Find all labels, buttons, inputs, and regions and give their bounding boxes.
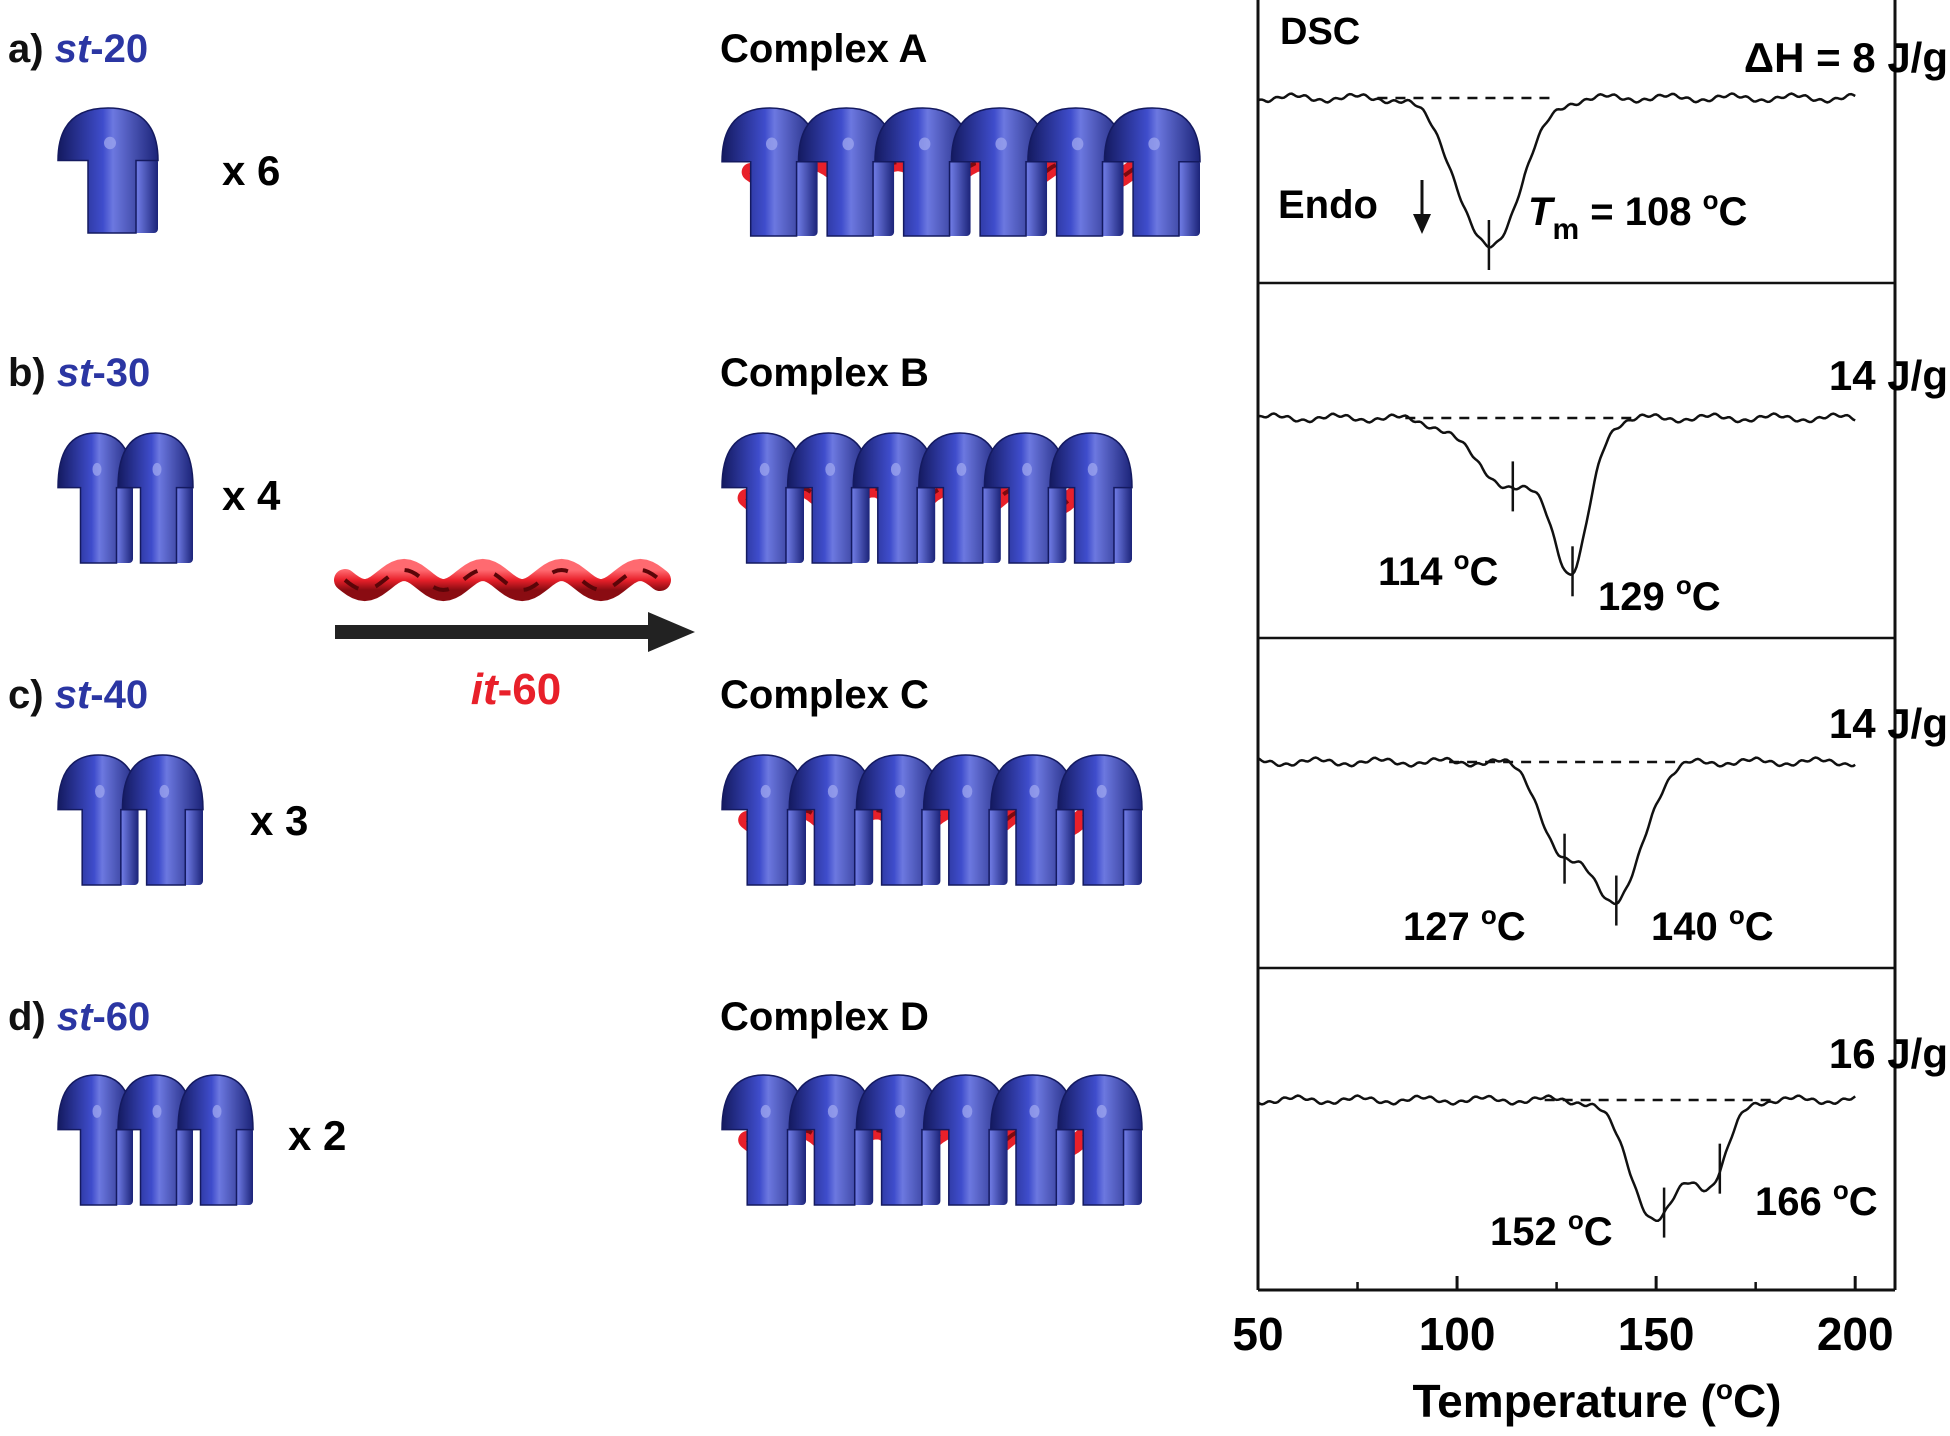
coil-front-arch [1057, 754, 1143, 886]
row-c: c) st-40 x 3 Complex C [8, 673, 1143, 886]
guest-helix-it-60 [334, 558, 671, 602]
row-d-label: d) st-60 [8, 995, 150, 1039]
coil-highlight [962, 784, 973, 798]
coil-highlight [1096, 1104, 1107, 1118]
endo-label: Endo [1278, 183, 1378, 227]
coil-highlight [759, 462, 770, 476]
row-b: b) st-30 x 4 Complex B [8, 351, 1133, 564]
coil-highlight [825, 462, 836, 476]
dsc-peak-label: 114 oC [1378, 545, 1498, 594]
dsc-peak-label: Tm = 108 oC [1528, 185, 1747, 246]
coil-highlight [895, 784, 906, 798]
endo-arrow-head [1413, 214, 1431, 234]
coil-front-arch [177, 1074, 254, 1206]
dsc-chart: DSC Endo ΔH = 8 J/g Tm = 108 oC 14 J/g 114 … [1232, 0, 1948, 1427]
row-b-label: b) st-30 [8, 351, 150, 395]
coil-highlight [1087, 462, 1098, 476]
coil-highlight [995, 137, 1007, 151]
coil-highlight [918, 137, 931, 151]
guest-label: it-60 [471, 665, 561, 714]
coil-highlight [956, 462, 967, 476]
coil-highlight [890, 462, 901, 476]
coil-highlight [95, 784, 105, 798]
reaction-arrow-group: it-60 [334, 558, 695, 714]
row-c-label: c) st-40 [8, 673, 148, 717]
row-a-label: a) st-20 [8, 27, 148, 71]
coil-front-arch [1049, 432, 1133, 564]
dsc-enthalpy-3: 14 J/g [1829, 700, 1948, 747]
coil-highlight [1148, 137, 1160, 151]
dsc-x-ticks: 50 100 150 200 [1232, 1276, 1894, 1360]
coil-highlight [827, 1104, 838, 1118]
dsc-x-tick-label: 150 [1618, 1308, 1695, 1360]
dsc-peak-label: 127 oC [1403, 900, 1526, 949]
multiplier-b: x 4 [222, 472, 281, 519]
dsc-enthalpy-2: 14 J/g [1829, 352, 1948, 399]
dsc-enthalpy-1: ΔH = 8 J/g [1744, 34, 1948, 81]
complex-c-helix [721, 754, 1143, 886]
coil-highlight [152, 462, 162, 476]
dsc-curve-2 [1257, 412, 1856, 577]
complex-a-label: Complex A [720, 27, 927, 71]
dsc-curve-1 [1257, 92, 1856, 249]
dsc-peak-label: 166 oC [1755, 1175, 1878, 1224]
coil-highlight [895, 1104, 906, 1118]
dsc-curve-4 [1257, 1094, 1856, 1223]
coil-highlight [1096, 784, 1107, 798]
coil-front-arch [117, 432, 194, 564]
coil-highlight [1029, 784, 1040, 798]
coil-front-arch [1103, 107, 1201, 237]
coil-highlight [1071, 137, 1084, 151]
host-helix-st-60 [57, 1074, 254, 1206]
dsc-x-tick-label: 100 [1419, 1308, 1496, 1360]
row-d: d) st-60 x 2 Complex D [8, 995, 1143, 1206]
coil-highlight [1029, 1104, 1040, 1118]
dsc-peak-label: 129 oC [1598, 570, 1721, 619]
coil-front-arch [121, 754, 204, 886]
coil-highlight [760, 1104, 771, 1118]
coil-highlight [765, 137, 778, 151]
complex-b-label: Complex B [720, 351, 929, 395]
coil-highlight [92, 462, 102, 476]
complex-d-helix [721, 1074, 1143, 1206]
coil-front-arch [57, 107, 159, 234]
reaction-arrow-head [648, 612, 695, 652]
host-helix-st-30 [57, 432, 194, 564]
coil-highlight [1022, 462, 1032, 476]
multiplier-d: x 2 [288, 1112, 346, 1159]
dsc-enthalpy-4: 16 J/g [1829, 1030, 1948, 1077]
multiplier-c: x 3 [250, 797, 308, 844]
coil-highlight [962, 1104, 973, 1118]
dsc-peak-label: 152 oC [1490, 1205, 1613, 1254]
dsc-peak-label: 140 oC [1651, 900, 1774, 949]
guest-strand-groove [343, 567, 662, 593]
complex-c-label: Complex C [720, 673, 929, 717]
complex-d-label: Complex D [720, 995, 929, 1039]
row-a: a) st-20 x 6 Complex A [8, 27, 1201, 237]
coil-highlight [760, 784, 771, 798]
coil-highlight [104, 136, 116, 150]
dsc-x-tick-label: 200 [1817, 1308, 1894, 1360]
coil-highlight [842, 137, 854, 151]
coil-highlight [159, 784, 170, 798]
coil-highlight [212, 1104, 222, 1118]
coil-highlight [152, 1104, 162, 1118]
dsc-curves: ΔH = 8 J/g Tm = 108 oC 14 J/g 114 oC 129 oC 1… [1257, 34, 1948, 1254]
host-helix-st-20 [57, 107, 159, 234]
coil-highlight [827, 784, 838, 798]
complex-a-helix [721, 107, 1201, 237]
host-helix-st-40 [57, 754, 204, 886]
coil-front-arch [1057, 1074, 1143, 1206]
dsc-x-tick-label: 50 [1232, 1308, 1283, 1360]
complex-b-helix [721, 432, 1133, 564]
coil-highlight [92, 1104, 102, 1118]
multiplier-a: x 6 [222, 147, 280, 194]
dsc-x-axis-label: Temperature (oC) [1413, 1374, 1782, 1427]
dsc-curve-3 [1257, 756, 1856, 906]
dsc-panel-label: DSC [1280, 11, 1360, 53]
